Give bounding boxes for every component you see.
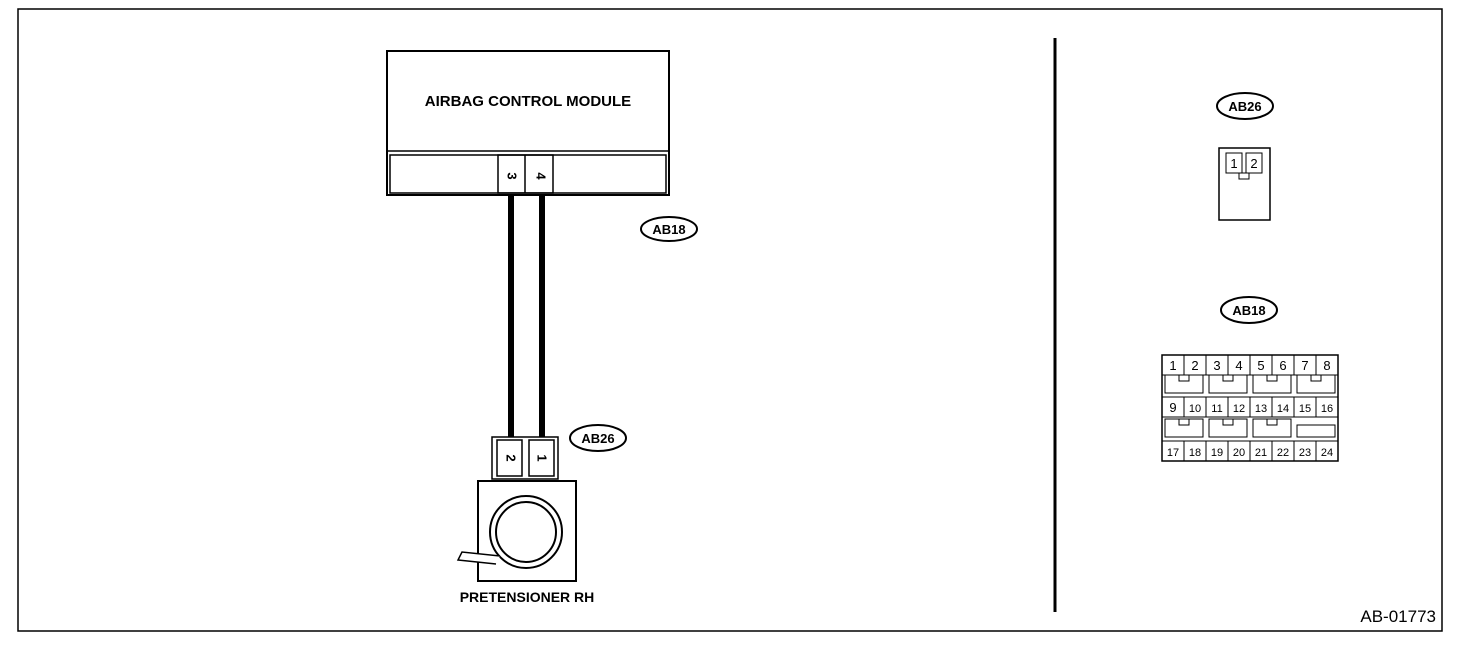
svg-text:AB26: AB26 xyxy=(581,431,614,446)
ab18-pin-19: 19 xyxy=(1211,447,1223,459)
ab18-pin-20: 20 xyxy=(1233,447,1245,459)
legend-ab26: AB26 1 2 xyxy=(1216,92,1274,221)
ab18-pin-21: 21 xyxy=(1255,447,1267,459)
pretensioner-terminal-1: 1 xyxy=(535,454,550,461)
ab18-pin-16: 16 xyxy=(1321,403,1333,415)
svg-text:AB18: AB18 xyxy=(652,222,685,237)
connector-tag-ab26: AB26 xyxy=(569,424,627,452)
pretensioner-connector: 2 1 xyxy=(491,436,559,480)
connector-tag-ab18: AB18 xyxy=(640,216,698,242)
pretensioner-reel-icon xyxy=(489,495,563,569)
ab18-pin-12: 12 xyxy=(1233,403,1245,415)
ab18-pin-17: 17 xyxy=(1167,447,1179,459)
ab18-pin-24: 24 xyxy=(1321,447,1333,459)
ab18-pin-18: 18 xyxy=(1189,447,1201,459)
module-title: AIRBAG CONTROL MODULE xyxy=(425,93,631,110)
ab18-pin-15: 15 xyxy=(1299,403,1311,415)
figure-code: AB-01773 xyxy=(1360,607,1436,626)
ab18-pin-3: 3 xyxy=(1213,358,1220,373)
pretensioner-rh: PRETENSIONER RH xyxy=(456,480,595,605)
ab18-pin-11: 11 xyxy=(1211,403,1222,415)
pretensioner-terminal-2: 2 xyxy=(504,454,519,461)
ab18-pin-22: 22 xyxy=(1277,447,1289,459)
ab18-pin-cell-16 xyxy=(1315,396,1339,418)
ab18-pin-2: 2 xyxy=(1191,358,1198,373)
ab18-pin-8: 8 xyxy=(1323,358,1330,373)
ab18-pin-7: 7 xyxy=(1301,358,1308,373)
module-terminal-3: 3 xyxy=(505,172,520,179)
ab18-pin-14: 14 xyxy=(1277,403,1289,415)
legend-ab26-id: AB26 xyxy=(1228,99,1261,114)
legend-ab26-pin-1: 1 xyxy=(1230,156,1237,171)
ab18-pin-10: 10 xyxy=(1189,403,1201,415)
pretensioner-title: PRETENSIONER RH xyxy=(460,589,595,605)
ab18-pin-5: 5 xyxy=(1257,358,1264,373)
ab18-pin-13: 13 xyxy=(1255,403,1267,415)
airbag-control-module: AIRBAG CONTROL MODULE 3 4 xyxy=(386,50,670,196)
diagram-border xyxy=(17,8,1443,632)
legend-ab18-id: AB18 xyxy=(1232,303,1265,318)
legend-ab26-pin-2: 2 xyxy=(1250,156,1257,171)
ab18-pin-9: 9 xyxy=(1169,400,1176,415)
ab18-pin-cell-24 xyxy=(1315,440,1339,462)
module-terminal-4: 4 xyxy=(534,172,549,180)
ab18-pin-23: 23 xyxy=(1299,447,1311,459)
ab18-pin-1: 1 xyxy=(1169,358,1176,373)
ab18-pin-6: 6 xyxy=(1279,358,1286,373)
ab18-pin-4: 4 xyxy=(1235,358,1242,373)
